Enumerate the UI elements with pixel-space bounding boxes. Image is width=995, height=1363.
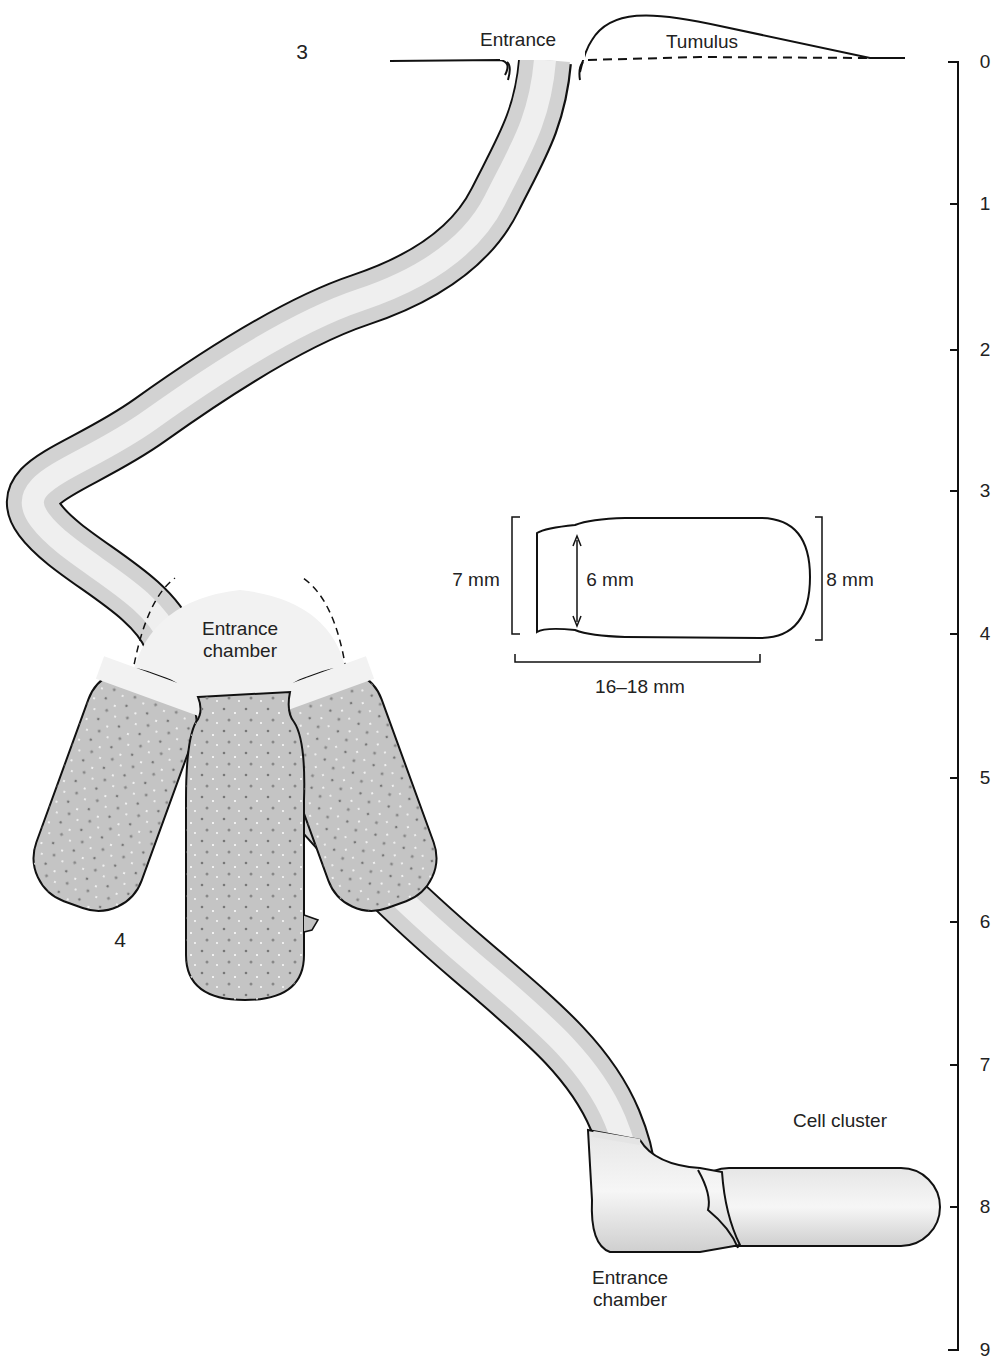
scale-number: 1 <box>980 193 991 215</box>
figure-number: 3 <box>296 40 308 64</box>
scale-number: 3 <box>980 480 991 502</box>
scale-number: 4 <box>980 623 991 645</box>
part-label: Entrance chamber <box>575 1267 685 1311</box>
part-label: Entrance <box>480 29 556 51</box>
dimension-label: 8 mm <box>826 569 874 591</box>
dimension-label: 6 mm <box>584 569 636 591</box>
dimension-label: 16–18 mm <box>595 676 685 698</box>
scale-number: 5 <box>980 767 991 789</box>
part-label: Tumulus <box>666 31 738 53</box>
scale-number: 8 <box>980 1196 991 1218</box>
scale-number: 6 <box>980 911 991 933</box>
scale-number: 7 <box>980 1054 991 1076</box>
part-label: Cell cluster <box>793 1110 887 1132</box>
scale-number: 9 <box>980 1339 991 1361</box>
scale-number: 0 <box>980 51 991 73</box>
dimension-label: 7 mm <box>452 569 500 591</box>
figure-number: 4 <box>114 928 126 952</box>
scale-number: 2 <box>980 339 991 361</box>
part-label: Entrance chamber <box>185 618 295 662</box>
